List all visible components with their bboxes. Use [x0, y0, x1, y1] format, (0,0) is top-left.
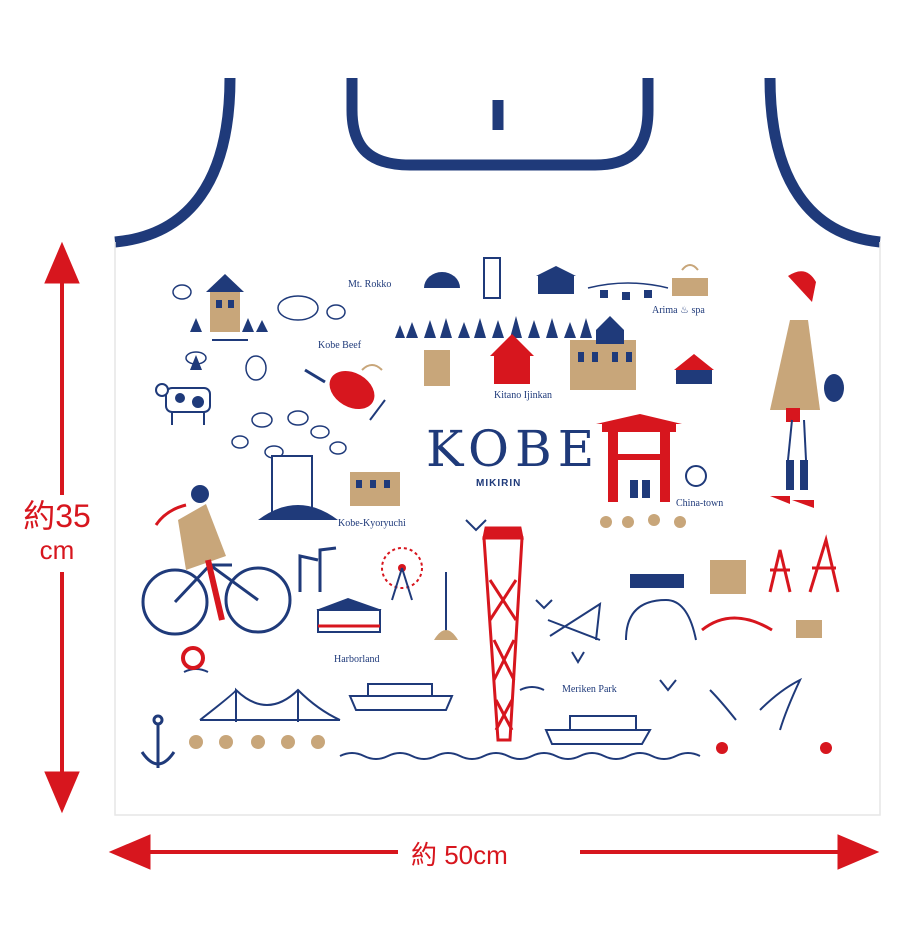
label-meriken-park: Meriken Park — [562, 684, 617, 695]
tote-bag-icon-2 — [820, 742, 832, 754]
kyoryuchi-buildings — [258, 455, 400, 520]
label-kitano-ijinkan: Kitano Ijinkan — [494, 390, 553, 401]
tote-bag-icon — [716, 742, 728, 754]
harborland-building — [316, 598, 382, 633]
label-china-town: China-town — [676, 498, 724, 509]
ferris-wheel-icon — [381, 547, 423, 601]
windmill-house-icon — [206, 274, 248, 341]
kobe-title: KOBE — [426, 420, 601, 478]
height-value: 35 — [55, 498, 91, 534]
height-prefix: 約 — [23, 498, 56, 534]
width-arrow — [108, 834, 880, 870]
apron-body-outline — [114, 242, 881, 816]
chinatown-gate-icon — [596, 414, 707, 502]
kobe-port-tower — [482, 526, 524, 742]
height-arrow — [44, 241, 80, 814]
height-unit: cm — [39, 535, 75, 565]
label-harborland: Harborland — [334, 654, 380, 665]
label-kobe-kyoryuchi: Kobe-Kyoryuchi — [338, 518, 406, 529]
life-buoy-icon — [181, 646, 205, 670]
label-kobe-beef: Kobe Beef — [318, 340, 362, 351]
onions — [189, 735, 325, 749]
label-mt-rokko: Mt. Rokko — [348, 279, 392, 290]
height-dimension-label: 約35 cm — [12, 497, 102, 565]
lighthouse-icon — [434, 572, 458, 640]
kitano-ijinkan-buildings — [424, 316, 714, 390]
woman-shopping-figure — [770, 271, 844, 508]
mt-rokko-buildings — [424, 257, 708, 300]
kobe-beef-icon — [304, 364, 386, 421]
cruise-ships — [348, 683, 652, 745]
dumplings — [600, 514, 686, 528]
apron-straps — [114, 77, 881, 248]
sheep-group — [172, 284, 347, 459]
anchor-icon — [140, 714, 176, 768]
label-arima-spa: Arima ♨ spa — [652, 305, 705, 316]
width-dimension-label: 約 50cm — [405, 835, 514, 872]
meriken-park-structures — [547, 560, 822, 641]
seagulls — [465, 519, 803, 731]
cow-icon — [155, 383, 211, 425]
tree-row — [190, 316, 592, 370]
brand-logo: MIKIRIN — [476, 478, 522, 489]
cyclist-figure — [141, 485, 292, 636]
port-cranes — [298, 534, 840, 593]
akashi-bridge — [199, 687, 341, 722]
